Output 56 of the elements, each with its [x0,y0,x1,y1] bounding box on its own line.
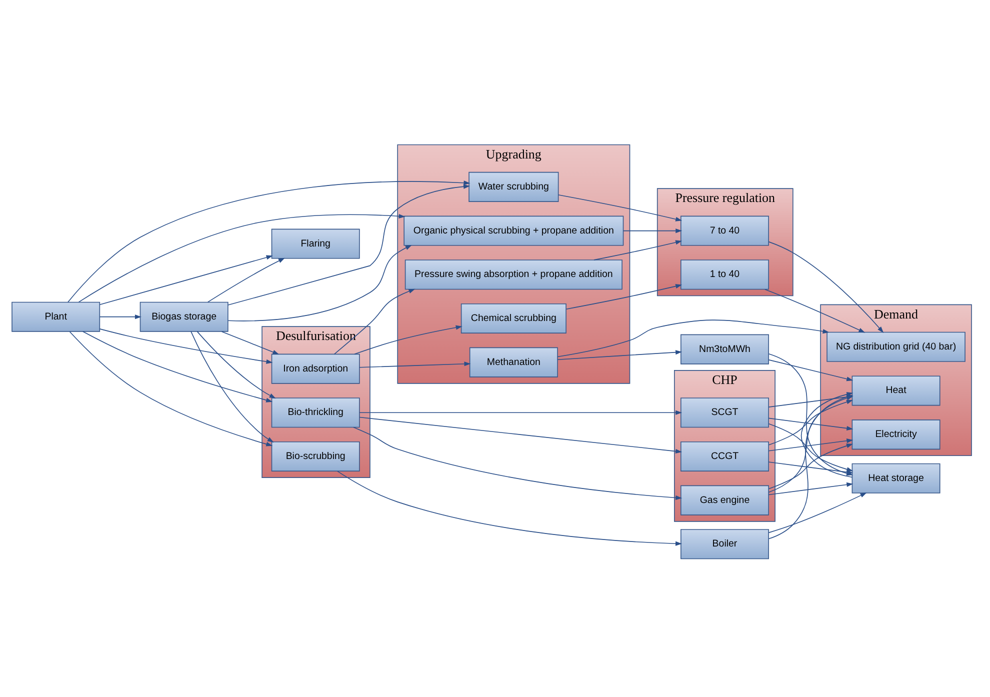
arrow [228,244,412,322]
node-box: Plant [12,302,100,332]
node-box: Boiler [680,529,769,560]
node-box: Biogas storage [140,302,228,332]
node-box: Nm3toMWh [680,334,769,364]
node-box: Water scrubbing [468,172,559,202]
node-box: Gas engine [680,485,769,516]
arrow [557,350,682,360]
arrow [768,482,854,496]
arrow [594,240,682,260]
node-box: Electricity [852,420,940,450]
arrow [768,492,867,534]
arrow [557,320,830,358]
arrow [334,288,416,355]
arrow [68,180,470,303]
arrow [768,241,884,333]
arrow [768,418,854,431]
node-box: Chemical scrubbing [460,303,566,334]
arrow [196,331,276,398]
arrow [99,328,273,364]
arrow [566,284,682,310]
arrow [69,331,273,446]
node-box: NG distribution grid (40 bar) [826,332,966,362]
node-box: Bio-scrubbing [271,441,360,472]
node-box: 1 to 40 [680,260,769,290]
arrow [353,426,682,500]
node-box: Heat [852,376,940,406]
node-box: Organic physical scrubbing + propane addition [404,216,624,246]
arrow [190,331,274,442]
node-box: SCGT [680,398,769,428]
arrow [228,184,470,306]
node-box: Bio-thrickling [271,398,360,428]
arrow [764,288,866,333]
arrow [99,314,142,320]
arrow [221,331,280,355]
arrow [82,331,273,402]
node-box: Heat storage [852,463,940,494]
node-box: Pressure swing absorption + propane addition [404,260,622,290]
arrow [354,325,462,355]
arrow [78,214,406,302]
arrow [359,362,471,368]
arrow [768,394,854,408]
node-box: Flaring [271,228,360,259]
arrow [623,228,682,234]
node-box: 7 to 40 [680,216,769,246]
arrow [359,410,682,415]
node-box: Methanation [469,347,558,378]
arrow [768,438,854,452]
arrow [207,258,285,302]
arrow [558,194,682,222]
arrow [768,400,854,446]
arrow [359,416,682,454]
node-box: CCGT [680,441,769,472]
arrow [99,255,273,306]
arrow [768,359,854,382]
node-box: Iron adsorption [271,354,360,384]
